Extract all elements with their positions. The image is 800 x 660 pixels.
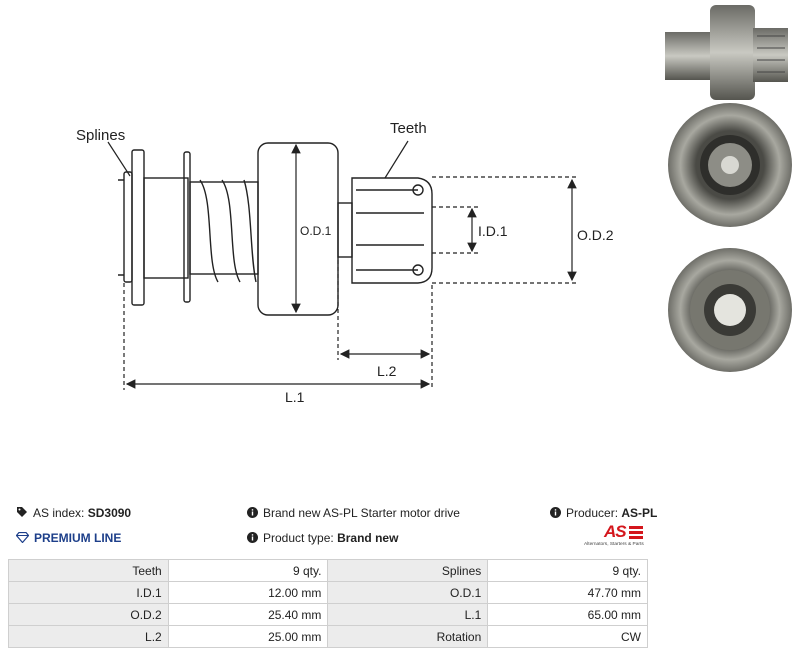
- spec-value: 25.00 mm: [167, 625, 329, 648]
- spec-key: Teeth: [8, 559, 169, 582]
- id1-label: I.D.1: [478, 223, 508, 239]
- as-index: AS index: SD3090: [16, 506, 131, 521]
- table-row: I.D.1 12.00 mm O.D.1 47.70 mm: [8, 581, 648, 604]
- spec-value: 9 qty.: [167, 559, 329, 582]
- as-pl-logo: AS Alternators, Starters & Parts: [584, 522, 656, 552]
- front-view-photo: [668, 103, 792, 227]
- spec-key: I.D.1: [8, 581, 169, 604]
- od1-label: O.D.1: [300, 224, 332, 238]
- spec-key: Splines: [327, 559, 489, 582]
- spec-value: 9 qty.: [487, 559, 648, 582]
- rear-view-photo: [668, 248, 792, 372]
- table-row: O.D.2 25.40 mm L.1 65.00 mm: [8, 603, 648, 626]
- premium-line: PREMIUM LINE: [15, 531, 122, 546]
- spring-coils: [199, 179, 257, 283]
- pinion-teeth: [356, 189, 424, 271]
- product-type-value: Brand new: [337, 531, 399, 545]
- spec-value: 25.40 mm: [167, 603, 329, 626]
- back-flange: [123, 171, 133, 283]
- spec-key: O.D.1: [327, 581, 489, 604]
- logo-stripes-icon: [629, 526, 643, 539]
- teeth-leader: [384, 140, 409, 179]
- side-view-photo: [665, 5, 788, 100]
- l1-label: L.1: [285, 389, 305, 405]
- spec-key: L.1: [327, 603, 489, 626]
- hub: [143, 177, 189, 279]
- as-index-value: SD3090: [87, 506, 132, 520]
- spec-key: O.D.2: [8, 603, 169, 626]
- product-photos: [665, 5, 792, 372]
- flange-plate: [131, 149, 145, 306]
- producer-value: AS-PL: [621, 506, 658, 520]
- description: Brand new AS-PL Starter motor drive: [247, 506, 460, 521]
- specs-table: Teeth 9 qty. Splines 9 qty. I.D.1 12.00 …: [8, 559, 648, 648]
- as-index-label: AS index:: [33, 506, 85, 520]
- spec-key: L.2: [8, 625, 169, 648]
- splines-label: Splines: [76, 127, 125, 144]
- pinion: [351, 177, 433, 284]
- logo-tagline: Alternators, Starters & Parts: [584, 542, 644, 547]
- info-icon: [550, 506, 561, 521]
- l2-label: L.2: [377, 363, 397, 379]
- shaft: [337, 202, 353, 258]
- tag-icon: [16, 506, 28, 521]
- technical-drawing: Splines Teeth O.D.1 I.D.1 O.D.2 L.2 L.1: [76, 120, 614, 405]
- producer: Producer: AS-PL: [550, 506, 657, 521]
- diamond-icon: [15, 531, 30, 546]
- spec-value: 65.00 mm: [487, 603, 648, 626]
- product-type: Product type: Brand new: [247, 531, 398, 546]
- table-row: L.2 25.00 mm Rotation CW: [8, 625, 648, 648]
- od2-label: O.D.2: [577, 227, 614, 243]
- table-row: Teeth 9 qty. Splines 9 qty.: [8, 559, 648, 582]
- producer-label: Producer:: [566, 506, 619, 520]
- info-icon: [247, 531, 258, 546]
- spec-value: CW: [487, 625, 648, 648]
- teeth-label: Teeth: [390, 120, 427, 137]
- logo-mark: AS: [604, 522, 627, 541]
- spec-key: Rotation: [327, 625, 489, 648]
- splines-leader: [107, 141, 131, 177]
- info-icon: [247, 506, 258, 521]
- premium-line-label: PREMIUM LINE: [34, 531, 122, 545]
- product-type-label: Product type:: [263, 531, 334, 545]
- spec-value: 47.70 mm: [487, 581, 648, 604]
- spec-value: 12.00 mm: [167, 581, 329, 604]
- description-text: Brand new AS-PL Starter motor drive: [263, 506, 460, 520]
